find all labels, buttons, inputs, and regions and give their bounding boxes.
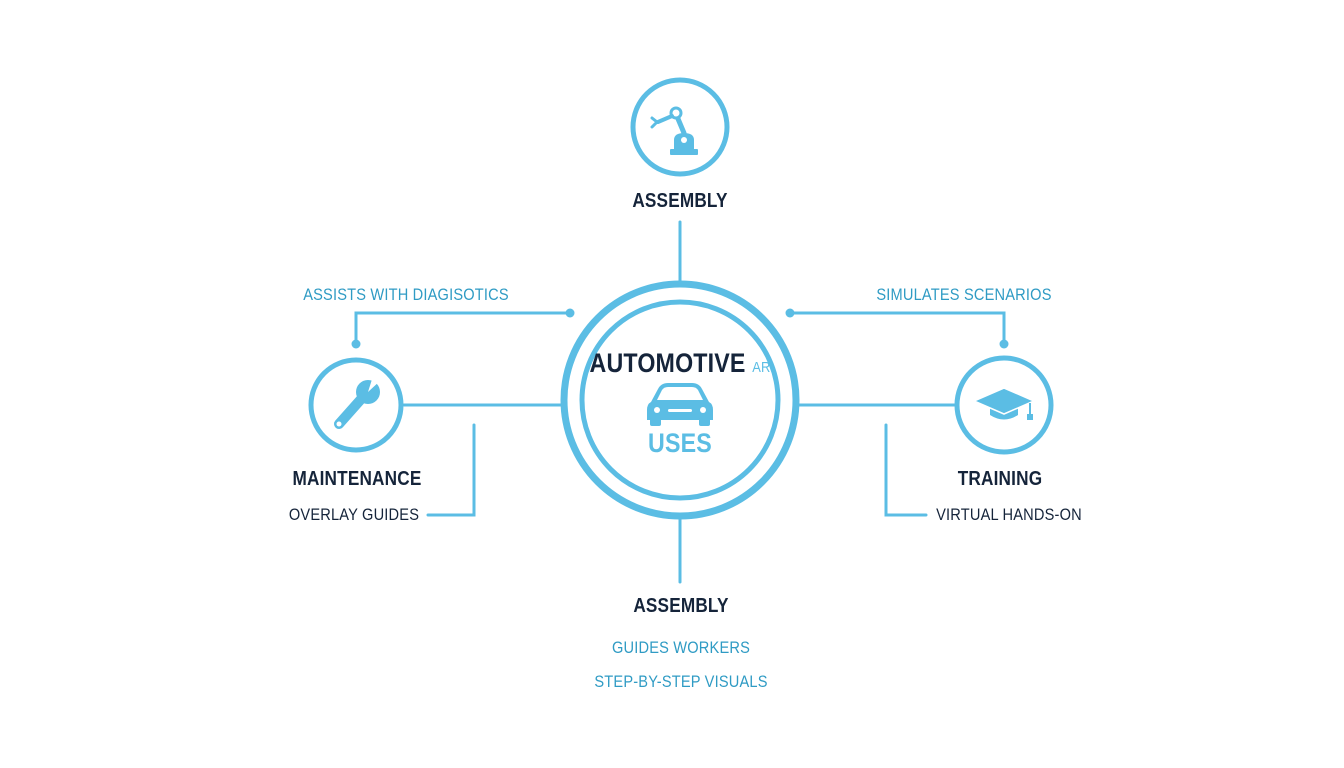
right-node-detail: VIRTUAL HANDS-ON bbox=[936, 505, 1082, 524]
left-node-note: ASSISTS WITH DIAGISOTICS bbox=[303, 285, 509, 304]
center-title: AUTOMOTIVE AR bbox=[589, 348, 770, 379]
hub-inner-ring bbox=[579, 299, 781, 501]
bottom-node-line1: GUIDES WORKERS bbox=[611, 638, 751, 657]
center-subtitle: USES bbox=[648, 428, 712, 458]
bottom-node-title: ASSEMBLY bbox=[633, 595, 729, 617]
training-node bbox=[954, 355, 1054, 455]
maintenance-node bbox=[308, 357, 404, 453]
center-title-suffix: AR bbox=[752, 359, 771, 376]
graduation-cap-icon bbox=[972, 387, 1036, 420]
right-node-note: SIMULATES SCENARIOS bbox=[876, 285, 1052, 304]
robot-arm-icon bbox=[650, 106, 698, 155]
connector-right-detail bbox=[884, 423, 928, 517]
assembly-node-top bbox=[630, 77, 730, 177]
connector-right-note bbox=[788, 311, 1006, 346]
left-node-title: MAINTENANCE bbox=[292, 468, 422, 490]
left-node-detail: OVERLAY GUIDES bbox=[288, 505, 420, 524]
connectors bbox=[354, 220, 1006, 584]
connector-left-note bbox=[354, 311, 572, 346]
bottom-node-line2: STEP-BY-STEP VISUALS bbox=[594, 672, 768, 691]
connector-left-detail bbox=[426, 423, 476, 517]
connector-dot bbox=[565, 308, 575, 318]
connector-dot bbox=[351, 339, 361, 349]
connector-dot bbox=[785, 308, 795, 318]
top-node-title: ASSEMBLY bbox=[632, 190, 728, 212]
connector-dot bbox=[999, 339, 1009, 349]
wrench-icon bbox=[334, 373, 381, 429]
right-node-title: TRAINING bbox=[957, 468, 1043, 490]
car-icon bbox=[647, 383, 713, 426]
center-title-text: AUTOMOTIVE bbox=[589, 348, 746, 378]
